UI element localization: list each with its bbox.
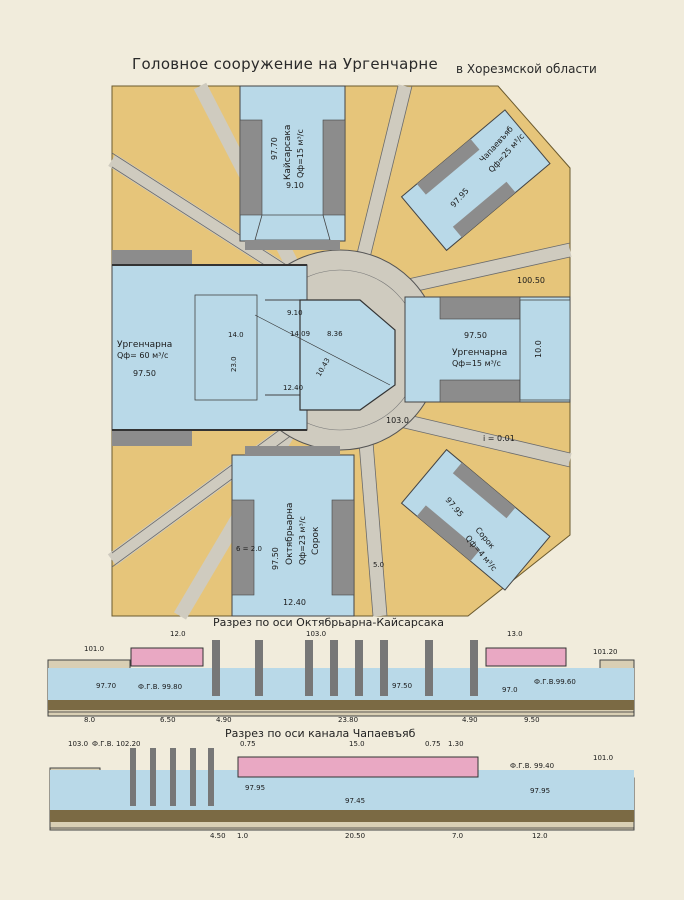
s1-pier-4 xyxy=(330,640,338,696)
s2-pier-5 xyxy=(208,748,214,806)
s2-label-g: Ф.Г.В. 99.40 xyxy=(510,762,554,770)
dim-1409: 14.09 xyxy=(290,330,310,338)
s2-pier-3 xyxy=(170,748,176,806)
section-2: Разрез по оси канала Чапаевъяб 103.0 Ф.Г… xyxy=(49,727,635,840)
dim-910: 9.10 xyxy=(287,309,303,317)
s1-pier-6 xyxy=(380,640,388,696)
plan-label-urgencharna-left: Ургенчарна xyxy=(117,340,172,350)
s2-pier-4 xyxy=(190,748,196,806)
s2-label-f: 1.30 xyxy=(448,740,464,748)
s2-label-j: 97.45 xyxy=(345,797,365,805)
canal-sorok xyxy=(400,448,551,591)
s1-label-b: 103.0 xyxy=(306,630,326,638)
dim-10050: 100.50 xyxy=(517,276,545,285)
plan-label-urgencharna-right: Ургенчарна xyxy=(452,348,507,358)
s1-pier-1 xyxy=(212,640,220,696)
s1-label-c: 13.0 xyxy=(507,630,523,638)
s2-label-a: 103.0 xyxy=(68,740,88,748)
s2-bottom-1: 1.0 xyxy=(237,832,248,840)
s1-pier-7 xyxy=(425,640,433,696)
plan-view: Ургенчарна Qф= 60 м³/с 97.50 Кайсарсака … xyxy=(107,82,572,620)
dim-836: 8.36 xyxy=(327,330,343,338)
section-2-title: Разрез по оси канала Чапаевъяб xyxy=(225,727,416,740)
dim-1030: 103.0 xyxy=(386,416,409,425)
s2-label-h: 101.0 xyxy=(593,754,613,762)
s2-label-b: Ф.Г.В. 102.20 xyxy=(92,740,141,748)
dim-slope: i = 0.01 xyxy=(483,434,515,443)
plan-width-kaysarsaka: 9.10 xyxy=(286,181,304,190)
s2-label-e: 0.75 xyxy=(425,740,441,748)
section-1-slab-left xyxy=(130,647,204,667)
canal-chapaev xyxy=(400,109,551,252)
s2-bottom-3: 7.0 xyxy=(452,832,463,840)
canal-kaysarsaka xyxy=(239,85,346,250)
s1-label-f: Ф.Г.В. 99.80 xyxy=(138,683,182,691)
plan-level-urgencharna-left: 97.50 xyxy=(133,369,156,378)
dim-50: 5.0 xyxy=(373,561,384,569)
canal-urgencharna-right xyxy=(404,296,571,403)
s2-bottom-4: 12.0 xyxy=(532,832,548,840)
section-1-title: Разрез по оси Октябрьарна-Кайсарсака xyxy=(213,616,444,629)
dim-1240: 12.40 xyxy=(283,384,303,392)
dim-20: 6 = 2.0 xyxy=(236,545,262,553)
s2-bottom-0: 4.50 xyxy=(210,832,226,840)
central-structure xyxy=(299,299,396,411)
s1-pier-5 xyxy=(355,640,363,696)
s1-label-j: 101.20 xyxy=(593,648,618,656)
section-1: Разрез по оси Октябрьарна-Кайсарсака 12.… xyxy=(47,616,635,724)
plan-label-oktyabrarna-2: Сорок xyxy=(311,526,321,555)
s1-pier-8 xyxy=(470,640,478,696)
s1-label-i: Ф.Г.В.99.60 xyxy=(534,678,576,686)
s1-bottom-4: 4.90 xyxy=(462,716,478,724)
page-subtitle: в Хорезмской области xyxy=(456,62,597,76)
dim-230: 23.0 xyxy=(230,356,238,372)
plan-level-oktyabrarna: 97.50 xyxy=(271,547,280,570)
section-1-water xyxy=(48,668,634,700)
plan-width-oktyabrarna: 12.40 xyxy=(283,598,306,607)
plan-flow-urgencharna-right: Qф=15 м³/с xyxy=(452,359,501,368)
s1-bottom-0: 8.0 xyxy=(84,716,95,724)
s2-pier-1 xyxy=(130,748,136,806)
dim-140: 14.0 xyxy=(228,331,244,339)
section-2-slab xyxy=(237,756,479,778)
s1-bottom-2: 4.90 xyxy=(216,716,232,724)
s2-label-k: 97.95 xyxy=(530,787,550,795)
plan-flow-kaysarsaka: Qф=15 м³/с xyxy=(296,129,305,178)
plan-flow-urgencharna-left: Qф= 60 м³/с xyxy=(117,351,168,360)
s1-pier-3 xyxy=(305,640,313,696)
s2-pier-2 xyxy=(150,748,156,806)
s1-pier-2 xyxy=(255,640,263,696)
s1-bottom-5: 9.50 xyxy=(524,716,540,724)
plan-width-urgencharna-right: 10.0 xyxy=(534,340,543,358)
s1-label-d: 101.0 xyxy=(84,645,104,653)
s2-label-c: 0.75 xyxy=(240,740,256,748)
s1-bottom-1: 6.50 xyxy=(160,716,176,724)
section-1-slab-right xyxy=(485,647,567,667)
plan-level-kaysarsaka: 97.70 xyxy=(270,137,279,160)
s1-bottom-3: 23.80 xyxy=(338,716,358,724)
s2-label-d: 15.0 xyxy=(349,740,365,748)
canal-urgencharna-left xyxy=(111,250,335,446)
s1-label-g: 97.50 xyxy=(392,682,412,690)
section-2-bottom xyxy=(50,810,634,822)
s1-label-e: 97.70 xyxy=(96,682,116,690)
page-title: Головное сооружение на Ургенчарне xyxy=(132,55,439,73)
plan-flow-oktyabrarna: Qф=23 м³/с xyxy=(298,516,307,565)
s1-label-h: 97.0 xyxy=(502,686,518,694)
plan-label-kaysarsaka: Кайсарсака xyxy=(283,125,293,180)
plan-label-oktyabrarna: Октябрьарна xyxy=(285,503,295,565)
canal-oktyabrarna xyxy=(231,446,355,617)
s2-bottom-2: 20.50 xyxy=(345,832,365,840)
s2-label-i: 97.95 xyxy=(245,784,265,792)
plan-level-urgencharna-right: 97.50 xyxy=(464,331,487,340)
section-1-bottom xyxy=(48,700,634,710)
s1-label-a: 12.0 xyxy=(170,630,186,638)
